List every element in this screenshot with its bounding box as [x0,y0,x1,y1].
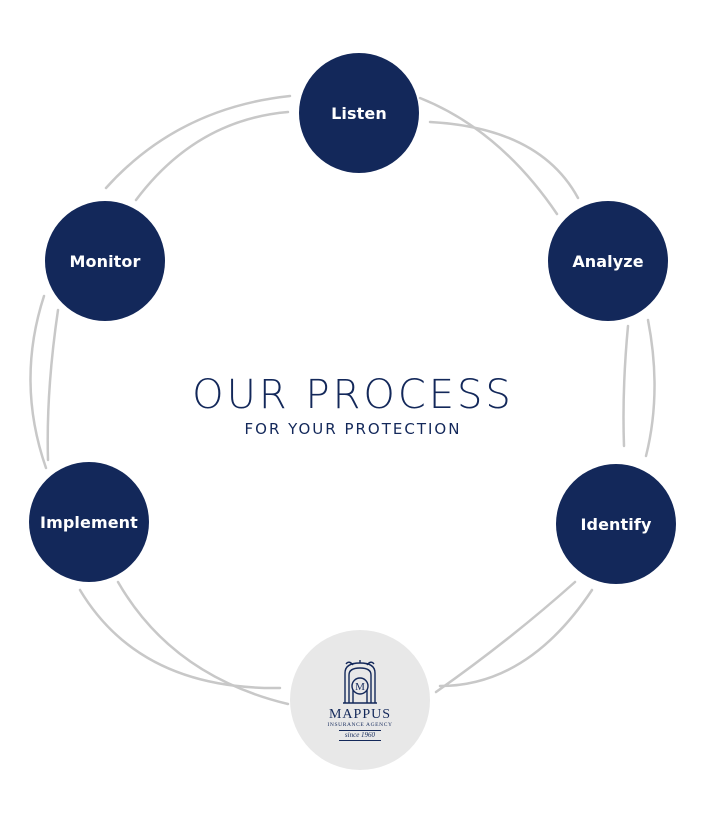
connector-monitor-implement-b [46,308,60,462]
step-identify-label: Identify [580,514,652,534]
logo-name: MAPPUS [328,707,392,722]
step-implement: Implement [29,462,149,582]
connector-monitor-listen-b [134,110,290,202]
step-monitor-label: Monitor [69,251,141,271]
connector-implement-logo-b [78,588,282,690]
connector-listen-analyze-a [418,96,559,216]
step-listen-label: Listen [331,103,387,123]
connector-analyze-identify-a [622,324,630,448]
connector-monitor-listen-a [104,94,292,190]
title-main: OUR PROCESS [192,372,514,418]
connector-analyze-identify-b [644,318,656,458]
process-title: OUR PROCESS FOR YOUR PROTECTION [0,372,706,438]
connector-monitor-implement-a [29,294,48,470]
step-listen: Listen [299,53,419,173]
logo-since: since 1960 [338,730,382,741]
connector-identify-logo-a [434,580,577,694]
connector-implement-logo-a [116,580,290,706]
company-logo: M MAPPUS INSURANCE AGENCY since 1960 [290,630,430,770]
logo-monogram: M [355,681,365,693]
step-analyze-label: Analyze [572,251,644,271]
logo-subtitle: INSURANCE AGENCY [327,722,393,728]
gate-monogram-icon: M [343,660,377,704]
connector-identify-logo-b [438,588,594,688]
step-implement-label: Implement [40,512,138,532]
title-subtitle: FOR YOUR PROTECTION [244,420,462,438]
connector-listen-analyze-b [428,120,580,200]
step-analyze: Analyze [548,201,668,321]
step-monitor: Monitor [45,201,165,321]
step-identify: Identify [556,464,676,584]
